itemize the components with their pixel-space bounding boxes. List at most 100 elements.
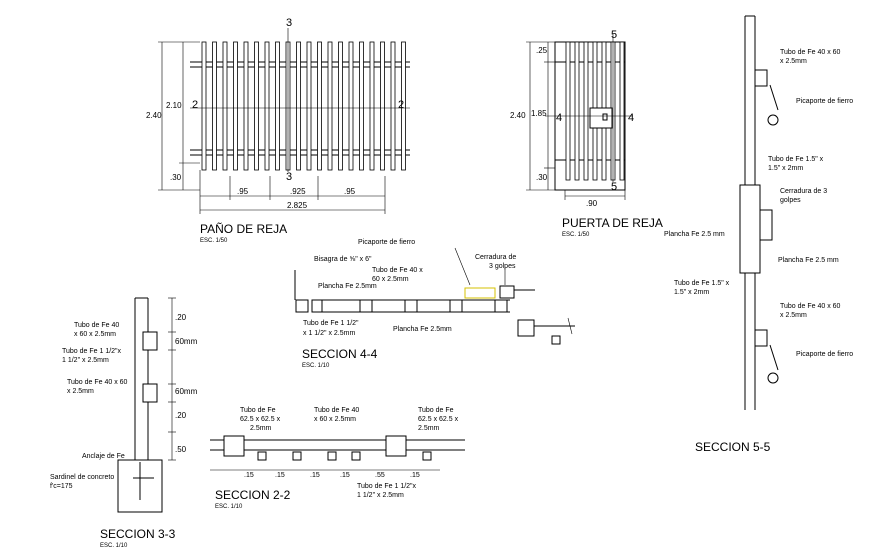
s22-dim-4: .15 — [340, 472, 350, 479]
s44-label-tubo-1: Tubo de Fe 40 x — [372, 267, 423, 274]
s44-label-tubo-small-1: Tubo de Fe 1 1/2" — [303, 320, 359, 327]
seccion-5-5: Tubo de Fe 40 x 60 x 2.5mm Picaporte de … — [664, 15, 853, 454]
s22-label-left-c: 2.5mm — [250, 425, 272, 432]
s44-title: SECCION 4-4 — [302, 347, 378, 361]
puerta-dim-lower-h: .30 — [536, 173, 548, 182]
s55-label-tubo15-a: Tubo de Fe 1.5" x — [768, 156, 824, 163]
puerta-bar — [619, 41, 625, 181]
s33-label-tubo40-d: x 2.5mm — [67, 388, 94, 395]
s22-label-bot-b: 1 1/2" x 2.5mm — [357, 492, 404, 499]
pano-title: PAÑO DE REJA — [200, 222, 287, 236]
puerta-scale: ESC. 1/50 — [562, 232, 590, 238]
s55-label-tubo15-d: 1.5" x 2mm — [674, 289, 709, 296]
s44-label-tubo-small-2: x 1 1/2" x 2.5mm — [303, 330, 355, 337]
puerta-de-reja-elevation: .25 2.40 1.85 .30 .90 5 5 4 4 PUERTA DE … — [510, 29, 663, 238]
puerta-bar — [583, 41, 589, 181]
pano-cut-bottom: 3 — [286, 171, 292, 183]
s33-label-anclaje: Anclaje de Fe — [82, 453, 125, 460]
puerta-cut-left: 4 — [556, 112, 562, 124]
s22-label-bot-a: Tubo de Fe 1 1/2"x — [357, 483, 417, 490]
s22-label-right-a: Tubo de Fe — [418, 407, 454, 414]
puerta-cut-top: 5 — [611, 29, 617, 41]
puerta-bar — [565, 41, 571, 181]
s22-dim-6: .15 — [410, 472, 420, 479]
s33-dim-2: 60mm — [175, 337, 198, 346]
pano-bar — [296, 41, 301, 171]
s55-label-tubo2-b: x 2.5mm — [780, 312, 807, 319]
pano-dim-lower-h: .30 — [170, 173, 182, 182]
pano-bar — [369, 41, 375, 171]
pano-bar — [306, 41, 312, 171]
puerta-dim-total-h: 2.40 — [510, 111, 526, 120]
s55-label-tubo15-b: 1.5" x 2mm — [768, 165, 803, 172]
s55-label-cerradura-2: golpes — [780, 197, 801, 204]
s22-label-left-b: 62.5 x 62.5 x — [240, 416, 281, 423]
seccion-2-2: .15 .15 .15 .15 .55 .15 Tubo de Fe 62.5 … — [210, 407, 465, 510]
pano-scale: ESC. 1/50 — [200, 238, 228, 244]
s55-label-tubo1-b: x 2.5mm — [780, 58, 807, 65]
pano-dim-bottom-1: .95 — [237, 187, 249, 196]
puerta-dim-w: .90 — [586, 199, 598, 208]
s55-title: SECCION 5-5 — [695, 440, 771, 454]
pano-bar — [327, 41, 333, 171]
pano-dim-total-h: 2.40 — [146, 111, 162, 120]
pano-dim-upper-h: 2.10 — [166, 101, 182, 110]
s44-label-plancha-1: Plancha Fe 2.5mm — [318, 283, 377, 290]
s55-label-tubo2-a: Tubo de Fe 40 x 60 — [780, 303, 841, 310]
pano-bar — [359, 41, 364, 171]
puerta-dim-mid-h: 1.85 — [531, 109, 547, 118]
s33-dim-4: .20 — [175, 411, 187, 420]
s22-label-mid-b: x 60 x 2.5mm — [314, 416, 356, 423]
pano-bar — [275, 41, 280, 171]
seccion-3-3: .20 60mm 60mm .20 .50 Tubo de Fe 40 x 60… — [50, 297, 198, 549]
s33-dim-5: .50 — [175, 445, 187, 454]
pano-bar — [390, 41, 396, 171]
pano-dim-total-w: 2.825 — [287, 201, 308, 210]
s22-dim-3: .15 — [310, 472, 320, 479]
s33-label-tubo1-a: Tubo de Fe 1 1/2"x — [62, 348, 122, 355]
s44-label-cerradura-1: Cerradura de — [475, 254, 516, 261]
s33-label-tubo40-a: Tubo de Fe 40 — [74, 322, 119, 329]
puerta-title: PUERTA DE REJA — [562, 216, 663, 230]
pano-bar — [338, 41, 343, 171]
pano-bar — [401, 41, 406, 171]
s55-label-plancha-r: Plancha Fe 2.5 mm — [778, 257, 839, 264]
s55-label-plancha-l: Plancha Fe 2.5 mm — [664, 231, 725, 238]
s44-label-bisagra: Bisagra de ⅝" x 6" — [314, 256, 372, 263]
s44-label-cerradura-2: 3 golpes — [489, 263, 516, 270]
puerta-cut-bottom: 5 — [611, 181, 617, 193]
s33-dim-1: .20 — [175, 313, 187, 322]
s22-title: SECCION 2-2 — [215, 488, 291, 502]
s33-label-tubo40-b: x 60 x 2.5mm — [74, 331, 116, 338]
s33-label-sardinel-2: f'c=175 — [50, 483, 73, 490]
s22-dim-2: .15 — [275, 472, 285, 479]
pano-bar — [201, 41, 207, 171]
s33-scale: ESC. 1/10 — [100, 543, 128, 549]
s33-label-sardinel-1: Sardinel de concreto — [50, 474, 114, 481]
s44-scale: ESC. 1/10 — [302, 363, 330, 369]
s33-label-tubo1-b: 1 1/2" x 2.5mm — [62, 357, 109, 364]
s22-scale: ESC. 1/10 — [215, 504, 243, 510]
pano-bar — [254, 41, 259, 171]
pano-cut-top: 3 — [286, 17, 292, 29]
pano-bar — [264, 41, 270, 171]
puerta-dim-top: .25 — [536, 46, 548, 55]
pano-cut-left: 2 — [192, 99, 198, 111]
puerta-cut-right: 4 — [628, 112, 634, 124]
s22-dim-1: .15 — [244, 472, 254, 479]
pano-bar — [380, 41, 385, 171]
pano-bar — [212, 41, 217, 171]
s55-label-picaporte-2: Picaporte de fierro — [796, 351, 853, 358]
s44-label-picaporte: Picaporte de fierro — [358, 239, 415, 246]
s44-label-tubo-2: 60 x 2.5mm — [372, 276, 409, 283]
s22-label-right-c: 2.5mm — [418, 425, 440, 432]
s44-label-plancha-2: Plancha Fe 2.5mm — [393, 326, 452, 333]
s55-label-tubo1-a: Tubo de Fe 40 x 60 — [780, 49, 841, 56]
s55-label-picaporte-1: Picaporte de fierro — [796, 98, 853, 105]
s33-label-tubo40-c: Tubo de Fe 40 x 60 — [67, 379, 128, 386]
pano-dim-bottom-3: .95 — [344, 187, 356, 196]
s22-label-left-a: Tubo de Fe — [240, 407, 276, 414]
pano-bar — [233, 41, 238, 171]
s55-label-cerradura-1: Cerradura de 3 — [780, 188, 827, 195]
pano-bar — [348, 41, 354, 171]
